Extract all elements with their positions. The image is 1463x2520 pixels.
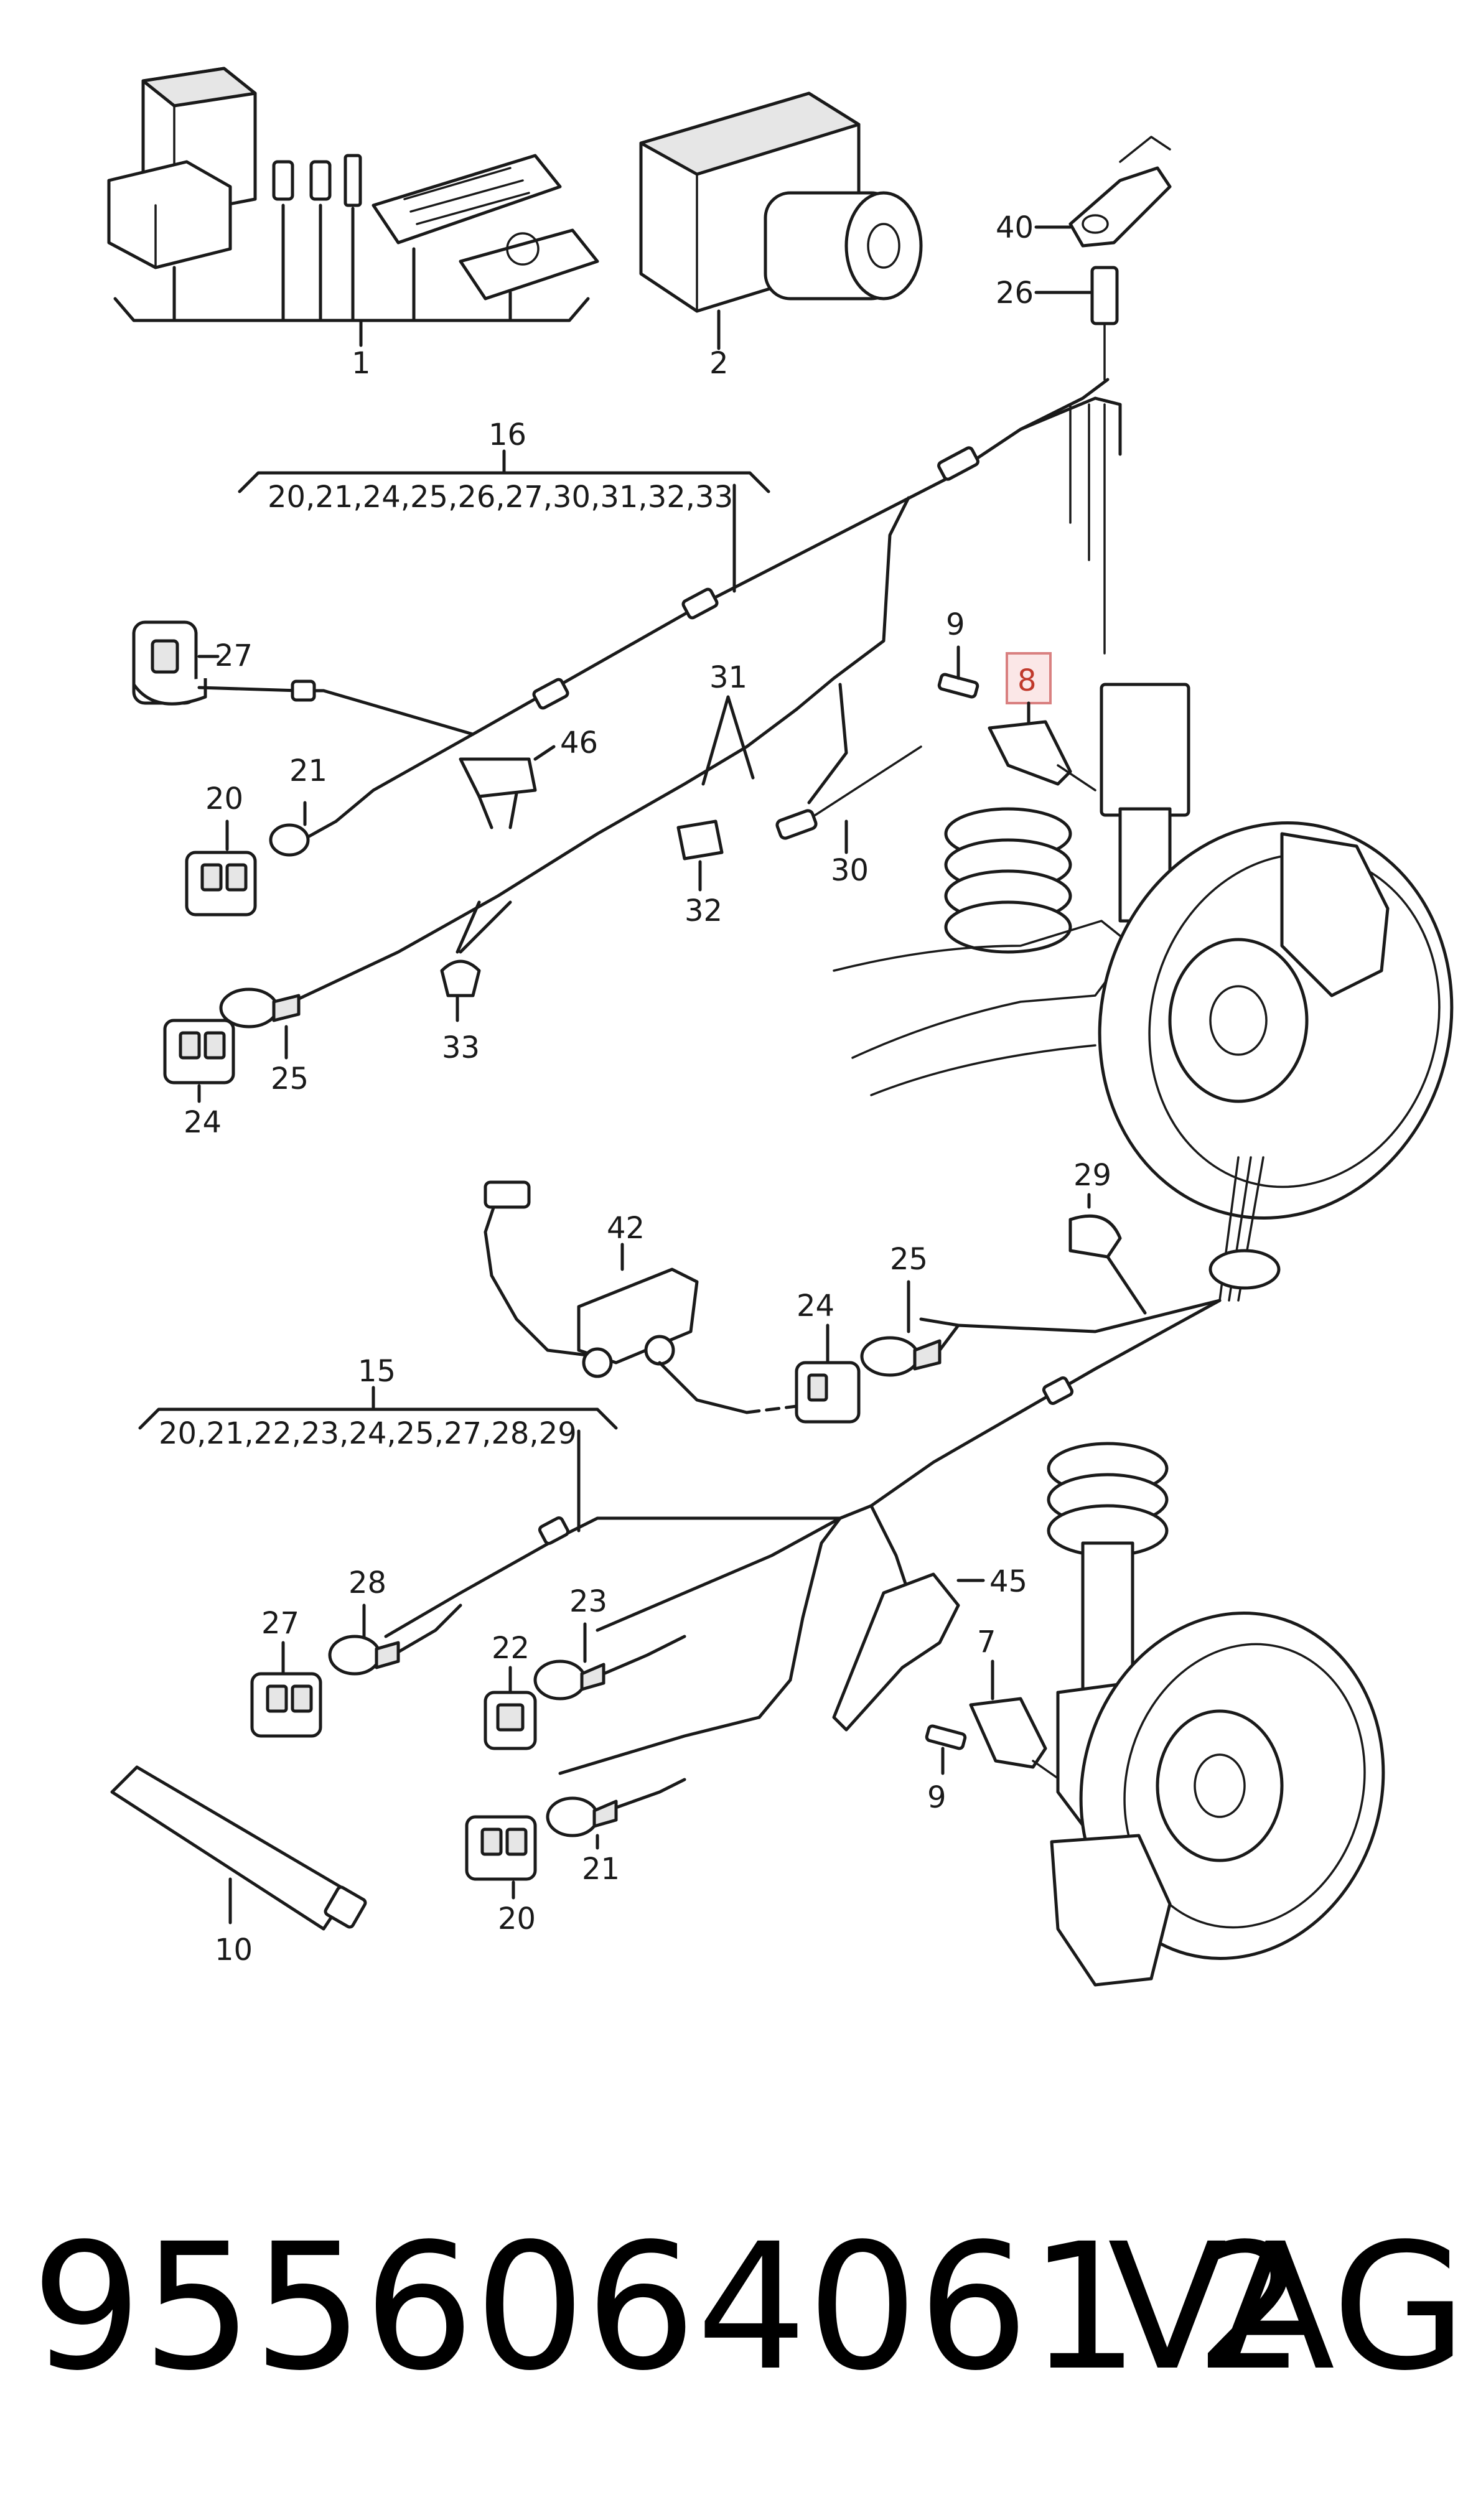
- sheath-31: 31: [701, 660, 755, 786]
- part-26-sensor-cap: 26: [996, 266, 1119, 381]
- callout-15-list: 20,21,22,23,24,25,27,28,29: [159, 1416, 577, 1451]
- part-40-bracket: 40: [996, 136, 1172, 248]
- callout-21-front: 21: [582, 1852, 620, 1887]
- connector-24-25-rear: 24 25: [163, 987, 309, 1140]
- clip-32: 32: [676, 819, 724, 928]
- brand-label: VAG: [1108, 2206, 1463, 2409]
- harness-15: 15 20,21,22,23,24,25,27,28,29: [138, 1156, 1281, 1775]
- callout-23: 23: [569, 1584, 607, 1619]
- callout-8: 8: [1017, 663, 1037, 698]
- callout-26: 26: [996, 276, 1034, 310]
- callout-28: 28: [348, 1566, 386, 1600]
- callout-1: 1: [352, 346, 371, 381]
- connector-27-28-front: 27 28: [250, 1566, 462, 1738]
- callout-42: 42: [607, 1211, 645, 1246]
- callout-9-top: 9: [946, 607, 965, 642]
- callout-24-top: 24: [184, 1105, 222, 1140]
- connector-24-25-front: 24 25: [795, 1242, 960, 1424]
- callout-2: 2: [709, 346, 729, 381]
- clip-29: 29: [1068, 1158, 1147, 1315]
- bracket-45: 45: [832, 1564, 1027, 1732]
- callout-25-front: 25: [890, 1242, 928, 1277]
- callout-40: 40: [996, 210, 1034, 245]
- callout-29: 29: [1073, 1158, 1111, 1193]
- bracket-42: 42: [484, 1180, 798, 1414]
- callout-24-front: 24: [797, 1289, 834, 1323]
- callout-9-front: 9: [927, 1780, 947, 1815]
- callout-46: 46: [560, 726, 598, 760]
- grease-tube-10: 10: [110, 1765, 367, 1967]
- clip-30: 30: [775, 745, 922, 888]
- part-2-hydraulic-unit: 2: [639, 91, 923, 381]
- bracket-46: 46: [459, 726, 598, 829]
- part-number: 9556064061 2: [31, 2206, 1306, 2409]
- clip-33: 33: [440, 900, 512, 1065]
- front-strut-assembly: [1047, 1442, 1385, 1987]
- callout-25-top: 25: [271, 1062, 309, 1096]
- callout-16: 16: [488, 418, 526, 452]
- callout-20-top: 20: [205, 782, 243, 816]
- sensor-7-front: 7 9: [925, 1625, 1096, 1815]
- callout-16-list: 20,21,24,25,26,27,30,31,32,33: [268, 480, 733, 515]
- callout-32: 32: [685, 894, 722, 928]
- callout-7: 7: [977, 1625, 996, 1659]
- callout-33: 33: [442, 1030, 480, 1065]
- callout-21-top: 21: [289, 754, 327, 788]
- connector-20-21-rear: 20 21: [185, 732, 475, 917]
- callout-27-top: 27: [215, 638, 253, 673]
- callout-10: 10: [215, 1933, 253, 1967]
- callout-30: 30: [831, 853, 869, 888]
- harness-16: 16 20,21,24,25,26,27,30,31,32,33: [238, 378, 1122, 1004]
- callout-22: 22: [492, 1631, 530, 1666]
- rear-suspension-assembly: [833, 683, 1454, 1220]
- callout-45: 45: [989, 1564, 1027, 1599]
- connector-22-23: 22 23: [484, 1584, 686, 1750]
- callout-15: 15: [358, 1354, 396, 1389]
- sensor-8-highlighted: 9 8: [937, 607, 1096, 791]
- callout-27-front: 27: [261, 1606, 299, 1641]
- connector-27-rear: 27: [132, 620, 475, 736]
- callout-20-front: 20: [498, 1902, 536, 1936]
- callout-31: 31: [709, 660, 747, 695]
- connector-20-21-front: 20 21: [465, 1778, 686, 1936]
- part-1-control-unit-kit: 1: [107, 67, 599, 381]
